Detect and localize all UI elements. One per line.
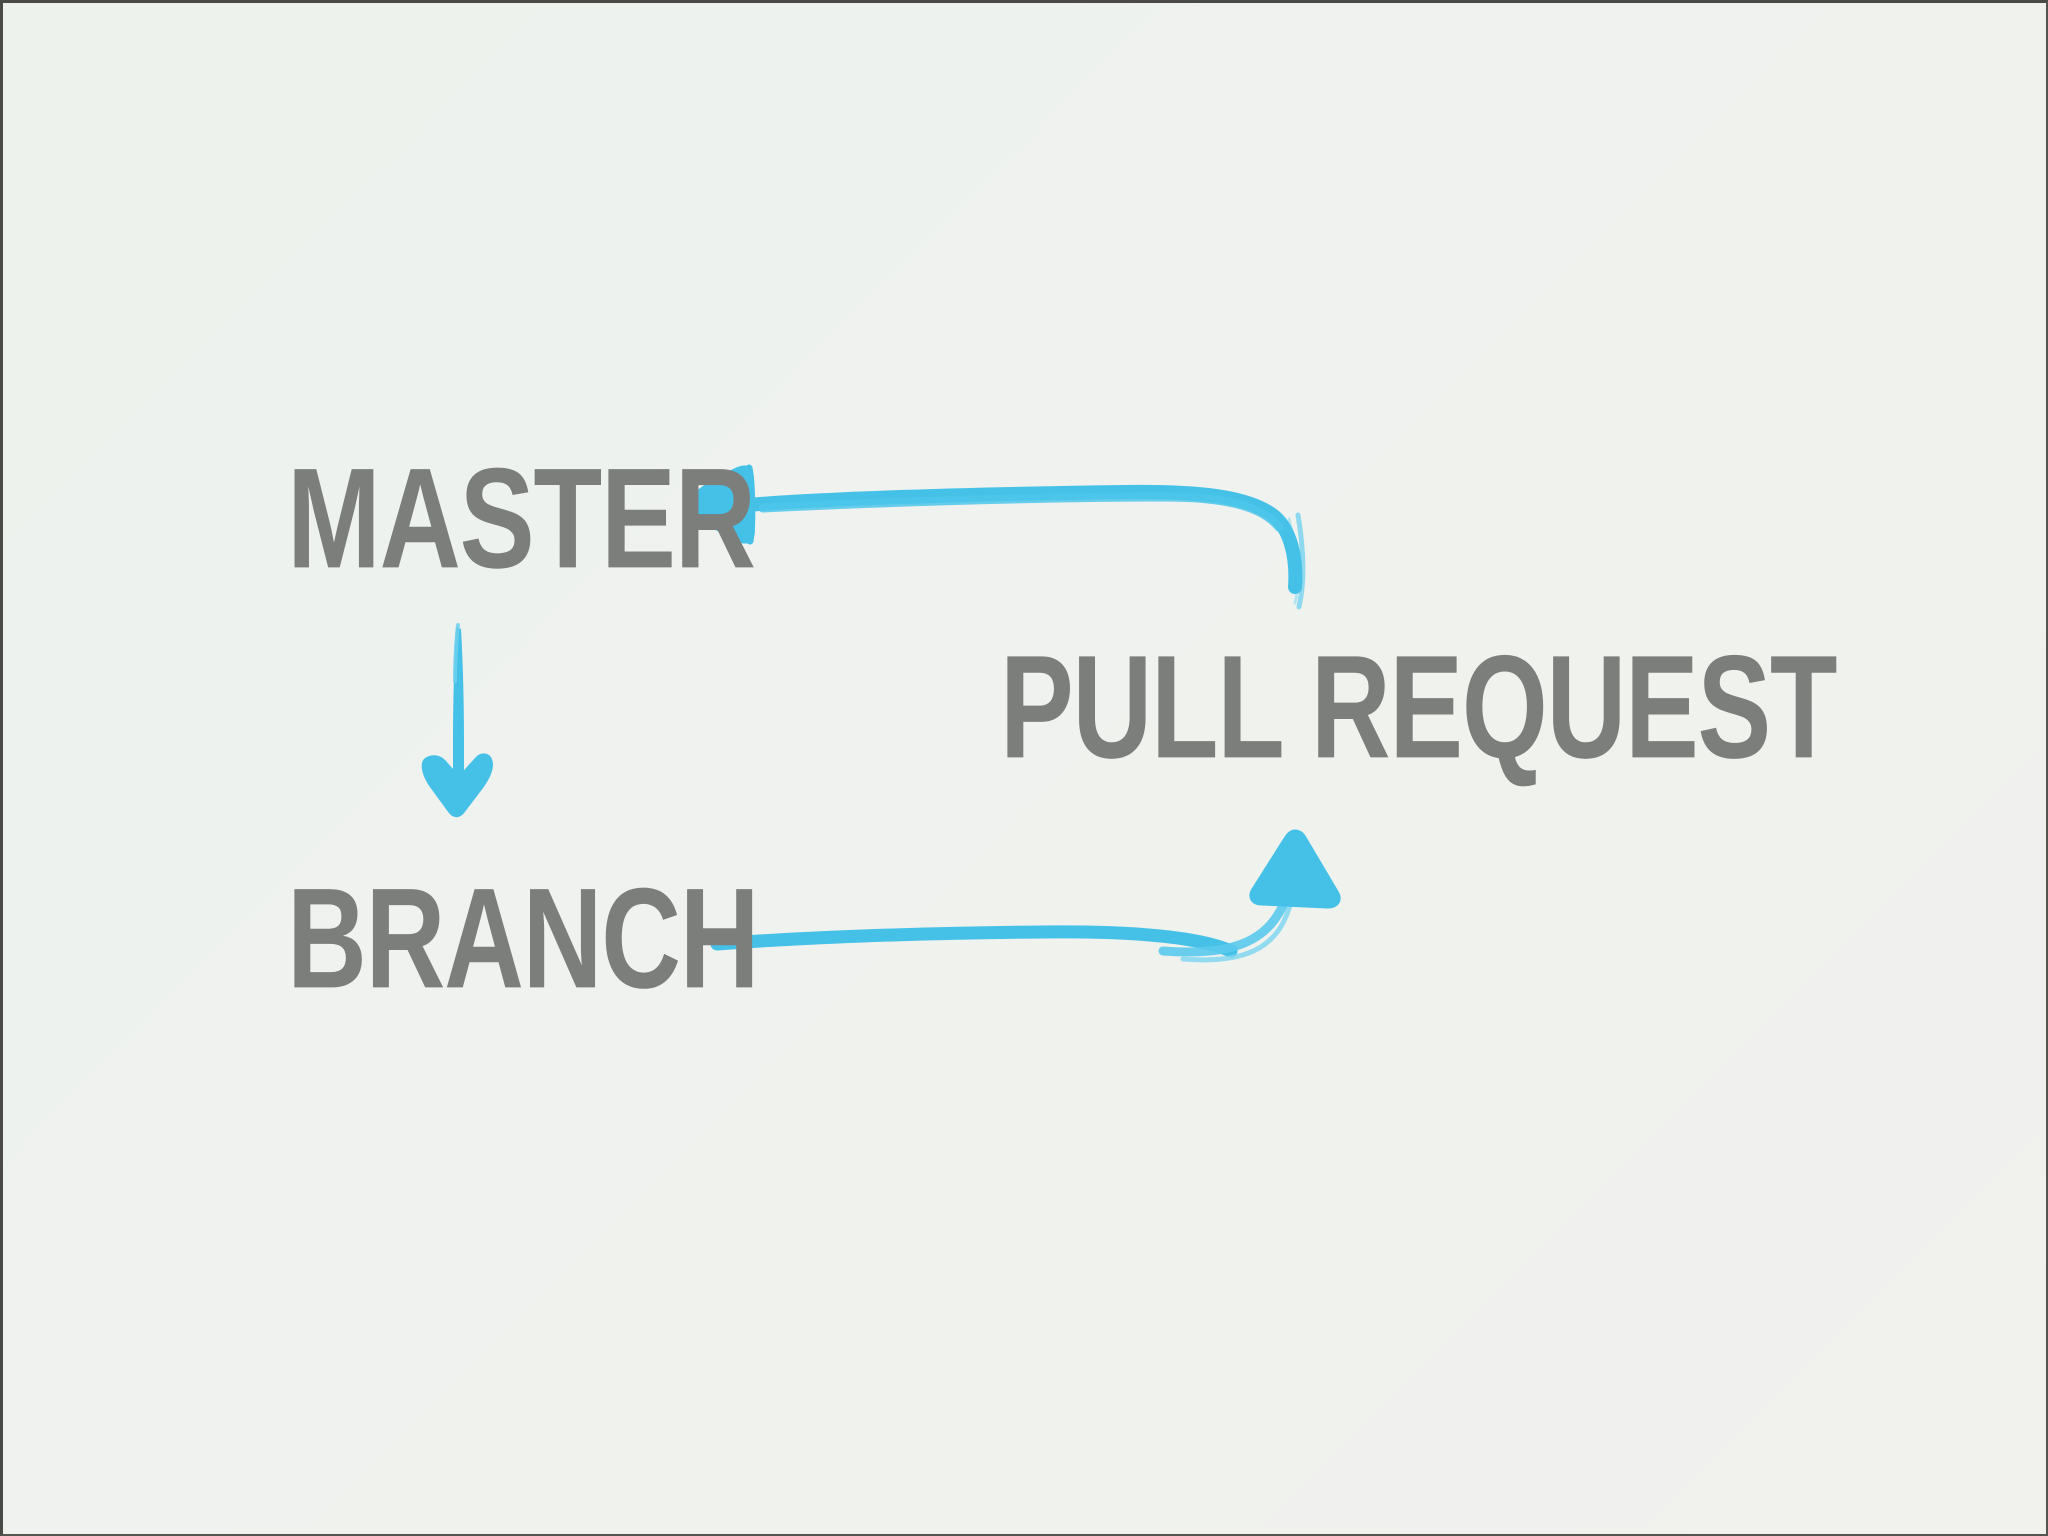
arrow-down-icon: [421, 753, 493, 818]
node-label-branch: BRANCH: [287, 857, 760, 1018]
connector-main-stroke-overlay: [758, 492, 1284, 532]
arrow-up-right-icon-base: [1255, 895, 1337, 907]
connector-tail-stroke: [1295, 512, 1306, 610]
arrow-left-icon-edge: [745, 464, 756, 545]
connector-main-stroke: [740, 484, 1303, 594]
connector-pull-request-to-master: [686, 464, 1306, 610]
node-label-pull-request: PULL REQUEST: [1000, 624, 1837, 790]
diagram-connectors-layer: [421, 464, 1341, 963]
node-label-master: MASTER: [287, 437, 756, 598]
connector-branch-to-pull-request: [710, 829, 1341, 963]
connector-master-to-branch: [421, 623, 493, 818]
connector-vertical-shaft-tip: [453, 623, 460, 683]
arrow-up-right-icon: [1249, 829, 1341, 909]
connector-bottom-stroke-taper: [713, 932, 887, 948]
